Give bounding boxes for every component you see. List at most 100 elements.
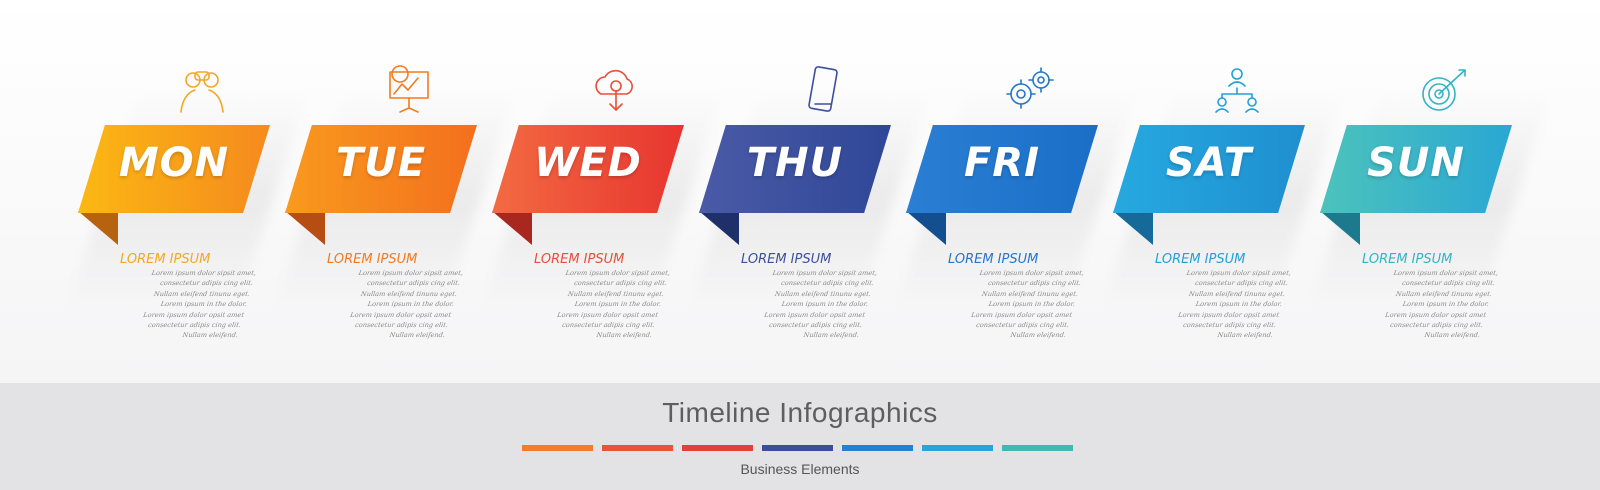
body-line: Lorem ipsum dolor opsit amet bbox=[349, 310, 452, 319]
body-line: consectetur adipis cing elit. bbox=[1182, 321, 1277, 330]
day-banner bbox=[1320, 125, 1512, 213]
card-body-text: Lorem ipsum dolor sipsit amet, consectetu… bbox=[510, 268, 671, 341]
body-line: consectetur adipis cing elit. bbox=[1389, 321, 1484, 330]
body-line: Lorem ipsum in the dolor. bbox=[574, 300, 662, 309]
card-body-text: Lorem ipsum dolor sipsit amet, consectetu… bbox=[303, 268, 464, 341]
day-banner bbox=[906, 125, 1098, 213]
body-line: Lorem ipsum in the dolor. bbox=[160, 300, 248, 309]
body-line: Nullam eleifend tinunu eget. bbox=[360, 289, 458, 298]
day-label: WED bbox=[534, 140, 642, 186]
body-line: Nullam eleifend. bbox=[1424, 331, 1481, 340]
body-line: Lorem ipsum dolor opsit amet bbox=[970, 310, 1073, 319]
body-line: Lorem ipsum in the dolor. bbox=[781, 300, 869, 309]
body-line: Lorem ipsum in the dolor. bbox=[1402, 300, 1490, 309]
body-line: consectetur adipis cing elit. bbox=[159, 279, 254, 288]
cloud-download-icon bbox=[587, 62, 645, 116]
body-line: Lorem ipsum dolor sipsit amet, bbox=[565, 269, 671, 277]
body-line: Lorem ipsum dolor opsit amet bbox=[142, 310, 245, 319]
body-line: Nullam eleifend tinunu eget. bbox=[1395, 289, 1493, 298]
body-line: consectetur adipis cing elit. bbox=[561, 321, 656, 330]
presentation-board-icon bbox=[380, 62, 438, 116]
body-line: Lorem ipsum dolor sipsit amet, bbox=[772, 269, 878, 277]
color-swatch bbox=[922, 445, 993, 451]
day-card-thu: THU LOREM IPSUM Lorem ipsum dolor sipsit a… bbox=[688, 0, 930, 385]
card-title: LOREM IPSUM bbox=[1155, 252, 1246, 267]
body-line: Lorem ipsum in the dolor. bbox=[988, 300, 1076, 309]
color-swatch bbox=[602, 445, 673, 451]
body-line: Lorem ipsum in the dolor. bbox=[367, 300, 455, 309]
body-line: Lorem ipsum dolor sipsit amet, bbox=[1393, 269, 1499, 277]
body-line: Lorem ipsum dolor sipsit amet, bbox=[358, 269, 464, 277]
body-line: Lorem ipsum in the dolor. bbox=[1195, 300, 1283, 309]
body-line: Nullam eleifend tinunu eget. bbox=[567, 289, 665, 298]
card-body-text: Lorem ipsum dolor sipsit amet, consectetu… bbox=[924, 268, 1085, 341]
body-line: consectetur adipis cing elit. bbox=[366, 279, 461, 288]
body-line: Lorem ipsum dolor opsit amet bbox=[556, 310, 659, 319]
card-body-text: Lorem ipsum dolor sipsit amet, consectetu… bbox=[1131, 268, 1292, 341]
color-swatch bbox=[522, 445, 593, 451]
target-arrow-icon bbox=[1415, 62, 1473, 116]
day-label: SAT bbox=[1165, 140, 1253, 186]
card-body-text: Lorem ipsum dolor sipsit amet, consectetu… bbox=[96, 268, 257, 341]
body-line: Nullam eleifend tinunu eget. bbox=[981, 289, 1079, 298]
body-line: Nullam eleifend. bbox=[389, 331, 446, 340]
footer-subtitle: Business Elements bbox=[740, 461, 860, 477]
body-line: Nullam eleifend. bbox=[803, 331, 860, 340]
day-banner bbox=[1113, 125, 1305, 213]
body-line: Nullam eleifend tinunu eget. bbox=[774, 289, 872, 298]
body-line: Nullam eleifend. bbox=[1010, 331, 1067, 340]
team-hierarchy-icon bbox=[1208, 62, 1266, 116]
color-swatch bbox=[682, 445, 753, 451]
body-line: Nullam eleifend. bbox=[1217, 331, 1274, 340]
day-banner bbox=[78, 125, 270, 213]
body-line: Lorem ipsum dolor sipsit amet, bbox=[979, 269, 1085, 277]
body-line: consectetur adipis cing elit. bbox=[1401, 279, 1496, 288]
day-label: SUN bbox=[1367, 140, 1465, 186]
handshake-people-icon bbox=[173, 62, 231, 116]
body-line: consectetur adipis cing elit. bbox=[1194, 279, 1289, 288]
footer-title: Timeline Infographics bbox=[662, 397, 938, 428]
body-line: consectetur adipis cing elit. bbox=[780, 279, 875, 288]
body-line: Nullam eleifend. bbox=[182, 331, 239, 340]
body-line: Lorem ipsum dolor opsit amet bbox=[1384, 310, 1487, 319]
smartphone-icon bbox=[794, 62, 852, 116]
color-swatches bbox=[522, 445, 1073, 451]
color-swatch bbox=[1002, 445, 1073, 451]
body-line: Lorem ipsum dolor opsit amet bbox=[763, 310, 866, 319]
card-title: LOREM IPSUM bbox=[327, 252, 418, 267]
day-label: MON bbox=[118, 140, 230, 186]
day-banner bbox=[492, 125, 684, 213]
body-line: consectetur adipis cing elit. bbox=[987, 279, 1082, 288]
color-swatch bbox=[762, 445, 833, 451]
body-line: consectetur adipis cing elit. bbox=[768, 321, 863, 330]
footer-band bbox=[0, 383, 1600, 490]
card-title: LOREM IPSUM bbox=[741, 252, 832, 267]
card-title: LOREM IPSUM bbox=[1362, 252, 1453, 267]
day-banner bbox=[699, 125, 891, 213]
card-title: LOREM IPSUM bbox=[120, 252, 211, 267]
body-line: consectetur adipis cing elit. bbox=[147, 321, 242, 330]
body-line: Lorem ipsum dolor sipsit amet, bbox=[1186, 269, 1292, 277]
day-label: TUE bbox=[335, 140, 427, 186]
day-label: FRI bbox=[963, 140, 1040, 186]
body-line: consectetur adipis cing elit. bbox=[975, 321, 1070, 330]
body-line: Lorem ipsum dolor sipsit amet, bbox=[151, 269, 257, 277]
day-label: THU bbox=[746, 140, 844, 186]
color-swatch bbox=[842, 445, 913, 451]
body-line: Nullam eleifend. bbox=[596, 331, 653, 340]
body-line: consectetur adipis cing elit. bbox=[354, 321, 449, 330]
body-line: consectetur adipis cing elit. bbox=[573, 279, 668, 288]
body-line: Nullam eleifend tinunu eget. bbox=[153, 289, 251, 298]
gears-icon bbox=[1001, 62, 1059, 116]
card-body-text: Lorem ipsum dolor sipsit amet, consectetu… bbox=[1338, 268, 1499, 341]
day-banner bbox=[285, 125, 477, 213]
card-title: LOREM IPSUM bbox=[534, 252, 625, 267]
body-line: Lorem ipsum dolor opsit amet bbox=[1177, 310, 1280, 319]
